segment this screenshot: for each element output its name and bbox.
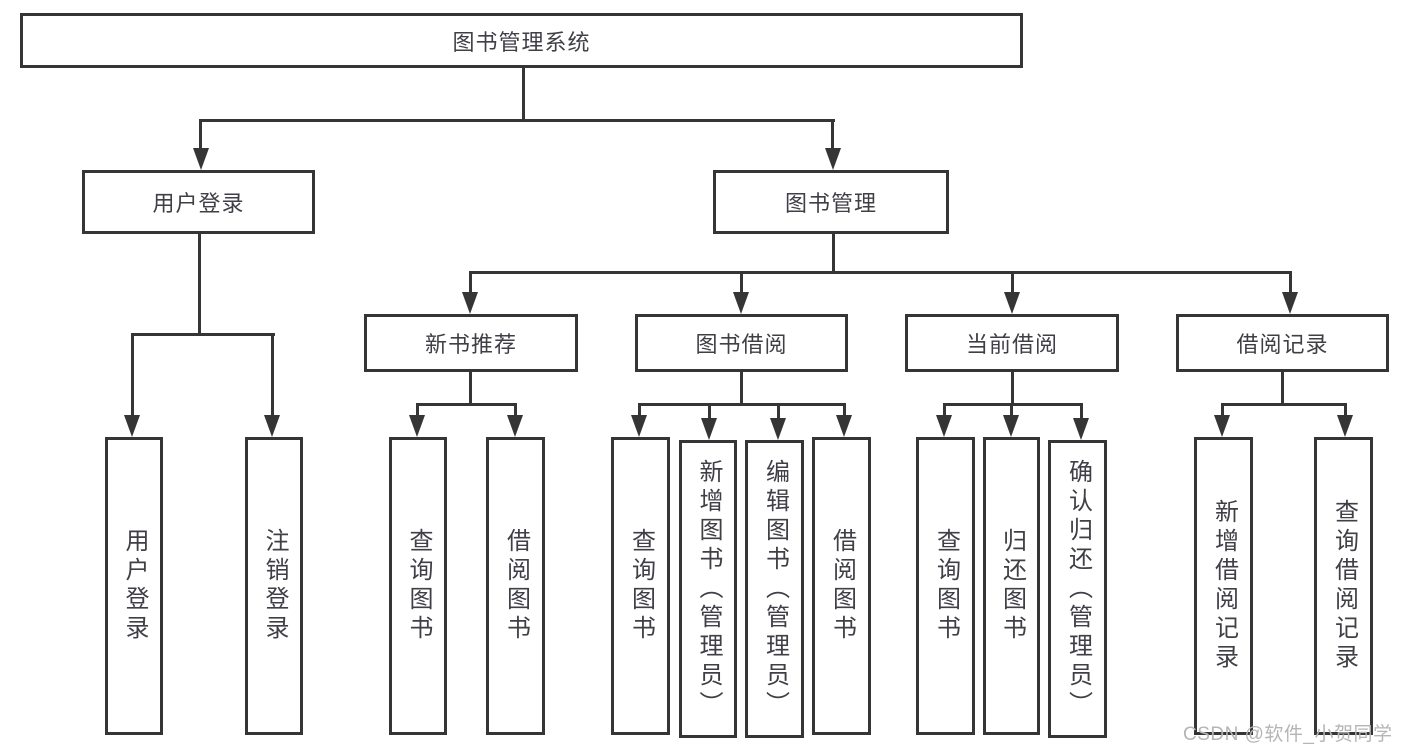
node-new-book-recommend: 新书推荐 (364, 314, 578, 372)
node-label: 当前借阅 (965, 332, 1058, 357)
connector-login-drop-right (271, 333, 274, 418)
leaf-label: 归还图书 (998, 528, 1026, 644)
leaf-label: 编辑图书（管理员） (761, 458, 789, 720)
node-label: 图书借阅 (695, 332, 788, 357)
node-library-management-system: 图书管理系统 (20, 13, 1023, 68)
connector-mgmt-stem (832, 234, 835, 274)
leaf-user-login: 用户登录 (105, 437, 163, 735)
arrowhead-icon (701, 418, 717, 440)
watermark: CSDN @软件_小贺同学 (1183, 724, 1393, 745)
leaf-label: 注销登录 (261, 528, 288, 644)
node-book-management: 图书管理 (713, 170, 949, 234)
arrowhead-icon (1004, 292, 1020, 314)
node-label: 新书推荐 (424, 332, 517, 357)
leaf-add-books-admin: 新增图书（管理员） (679, 440, 737, 738)
leaf-label: 新增借阅记录 (1210, 499, 1238, 673)
leaf-borrow-books: 借阅图书 (812, 437, 871, 735)
arrowhead-icon (507, 415, 523, 437)
leaf-label: 确认归还（管理员） (1064, 458, 1092, 720)
connector-borrow-drop-4 (843, 403, 846, 417)
leaf-label: 借阅图书 (502, 528, 530, 644)
arrowhead-icon (825, 148, 841, 170)
leaf-query-books-current: 查询图书 (916, 437, 975, 735)
arrowhead-icon (631, 415, 647, 437)
leaf-label: 新增图书（管理员） (695, 458, 722, 720)
connector-borrow-bar (638, 403, 846, 406)
connector-mgmt-drop-3 (1011, 271, 1014, 295)
connector-records-bar (1221, 403, 1347, 406)
arrowhead-icon (733, 292, 749, 314)
connector-newbooks-drop-2 (514, 403, 517, 417)
arrowhead-icon (1337, 415, 1353, 437)
connector-newbooks-bar (417, 403, 517, 406)
node-label: 图书管理系统 (452, 29, 591, 55)
arrowhead-icon (936, 415, 952, 437)
arrowhead-icon (770, 418, 786, 440)
node-user-login: 用户登录 (82, 170, 315, 234)
arrowhead-icon (462, 292, 478, 314)
connector-borrow-drop-2 (708, 403, 711, 420)
node-label: 用户登录 (152, 191, 245, 216)
connector-newbooks-stem (469, 372, 472, 406)
leaf-label: 查询借阅记录 (1330, 499, 1358, 673)
leaf-label: 借阅图书 (828, 528, 856, 644)
leaf-label: 查询图书 (932, 528, 960, 644)
arrowhead-icon (124, 415, 140, 437)
arrowhead-icon (193, 148, 209, 170)
leaf-query-books-newbooks: 查询图书 (389, 437, 447, 735)
connector-root-drop-left (199, 119, 202, 151)
leaf-logout: 注销登录 (245, 437, 303, 735)
connector-borrow-stem (740, 372, 743, 406)
connector-root-drop-right (831, 119, 834, 151)
leaf-edit-books-admin: 编辑图书（管理员） (745, 440, 804, 738)
arrowhead-icon (1003, 415, 1019, 437)
node-label: 借阅记录 (1236, 332, 1329, 357)
connector-current-drop-2 (1010, 403, 1013, 417)
leaf-return-books: 归还图书 (983, 437, 1040, 735)
node-label: 图书管理 (784, 191, 877, 216)
connector-current-bar (943, 403, 1083, 406)
leaf-add-borrow-record: 新增借阅记录 (1194, 437, 1253, 735)
connector-borrow-drop-1 (638, 403, 641, 417)
leaf-label: 查询图书 (405, 528, 432, 644)
leaf-borrow-books-newbooks: 借阅图书 (486, 437, 545, 735)
connector-login-stem (198, 234, 201, 336)
connector-newbooks-drop-1 (416, 403, 419, 417)
connector-root-stem (522, 68, 525, 121)
connector-records-drop-2 (1344, 403, 1347, 417)
leaf-query-borrow-record: 查询借阅记录 (1314, 437, 1373, 735)
connector-mgmt-drop-2 (740, 271, 743, 295)
connector-borrow-drop-3 (777, 403, 780, 420)
arrowhead-icon (264, 415, 280, 437)
leaf-confirm-return-admin: 确认归还（管理员） (1048, 440, 1107, 738)
leaf-query-books-borrow: 查询图书 (611, 437, 670, 735)
connector-login-bar (132, 333, 275, 336)
arrowhead-icon (1214, 415, 1230, 437)
connector-current-stem (1011, 372, 1014, 406)
connector-login-drop-left (131, 333, 134, 418)
connector-current-drop-1 (943, 403, 946, 417)
connector-root-bar (199, 119, 835, 122)
node-book-borrowing: 图书借阅 (635, 314, 848, 372)
connector-records-stem (1281, 372, 1284, 406)
connector-mgmt-bar (470, 271, 1291, 274)
arrowhead-icon (409, 415, 425, 437)
arrowhead-icon (1282, 292, 1298, 314)
node-borrow-records: 借阅记录 (1176, 314, 1389, 372)
arrowhead-icon (836, 415, 852, 437)
connector-current-drop-3 (1080, 403, 1083, 420)
leaf-label: 用户登录 (121, 528, 148, 644)
leaf-label: 查询图书 (627, 528, 655, 644)
connector-mgmt-drop-4 (1289, 271, 1292, 295)
node-current-borrowing: 当前借阅 (905, 314, 1119, 372)
connector-mgmt-drop-1 (469, 271, 472, 295)
connector-records-drop-1 (1221, 403, 1224, 417)
arrowhead-icon (1073, 418, 1089, 440)
